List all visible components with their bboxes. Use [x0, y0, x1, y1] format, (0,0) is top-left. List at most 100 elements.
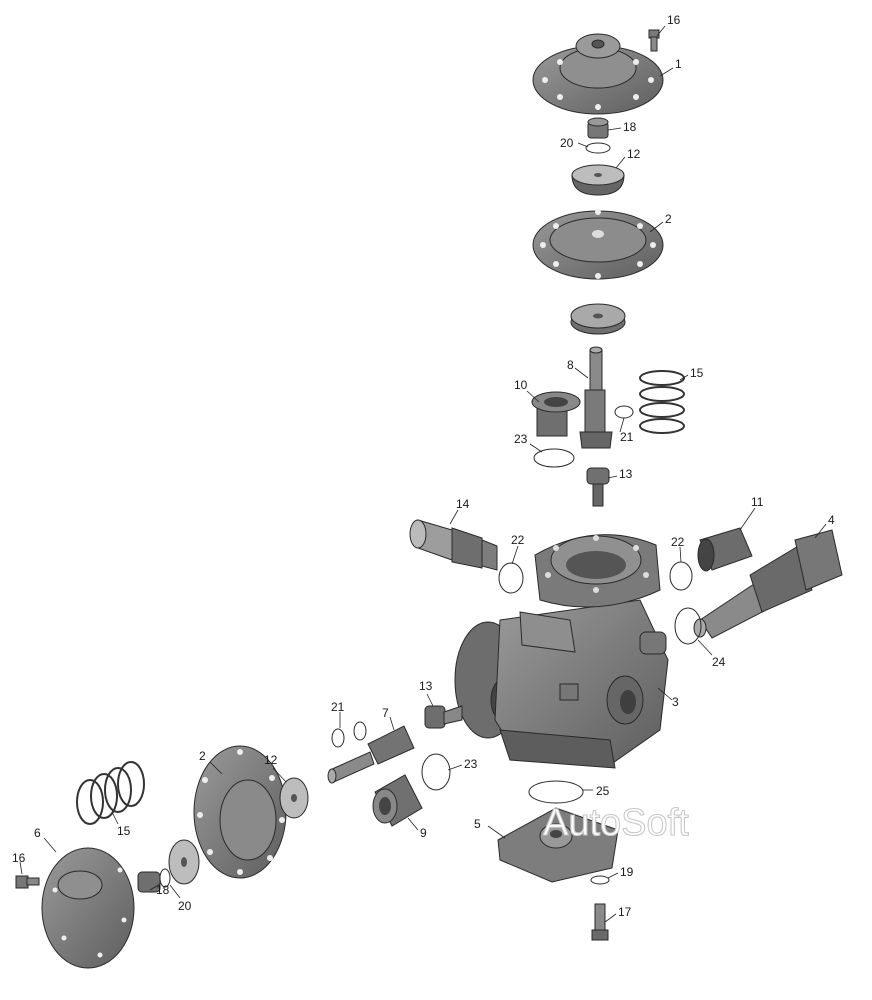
callout-1: 1 — [659, 57, 682, 77]
callout-22-right: 22 — [671, 535, 685, 563]
svg-text:22: 22 — [671, 535, 685, 549]
svg-text:5: 5 — [474, 817, 481, 831]
svg-text:16: 16 — [12, 851, 26, 865]
svg-text:14: 14 — [456, 497, 470, 511]
svg-text:19: 19 — [620, 865, 634, 879]
svg-text:20: 20 — [560, 136, 574, 150]
stem-8 — [579, 346, 613, 449]
svg-text:16: 16 — [667, 13, 681, 27]
stem-7 — [327, 725, 415, 784]
svg-text:3: 3 — [672, 695, 679, 709]
washer-20-left — [159, 868, 171, 888]
svg-text:23: 23 — [514, 432, 528, 446]
svg-text:22: 22 — [511, 533, 525, 547]
svg-text:9: 9 — [420, 826, 427, 840]
spring-15-top — [639, 370, 685, 434]
support-washer — [570, 303, 626, 335]
watermark: AutoSoft — [543, 802, 689, 844]
fitting-11 — [697, 527, 753, 572]
callout-13-top: 13 — [607, 467, 633, 481]
callout-23-mid: 23 — [447, 757, 478, 771]
svg-text:13: 13 — [619, 467, 633, 481]
valve-13-top — [586, 467, 610, 507]
bottom-plate-5 — [497, 807, 619, 883]
svg-text:12: 12 — [627, 147, 641, 161]
callout-14: 14 — [449, 497, 470, 525]
oring-23-mid — [421, 753, 451, 791]
svg-text:17: 17 — [618, 905, 632, 919]
washer-20-top — [585, 142, 611, 154]
svg-text:11: 11 — [751, 495, 764, 509]
callout-3: 3 — [657, 687, 679, 709]
oring-22-left — [498, 562, 524, 594]
fitting-14 — [409, 519, 498, 571]
valve-13-mid — [424, 705, 463, 729]
callout-24: 24 — [697, 639, 726, 669]
cup-12-top — [571, 164, 625, 196]
svg-text:7: 7 — [382, 706, 389, 720]
diaphragm-2-left — [193, 745, 287, 879]
svg-text:10: 10 — [514, 378, 528, 392]
oring-21-top — [614, 405, 634, 419]
svg-text:1: 1 — [675, 57, 682, 71]
oring-24 — [674, 607, 702, 645]
oring-23-top — [533, 448, 575, 468]
callout-16-left: 16 — [12, 851, 26, 875]
callout-5: 5 — [474, 817, 506, 839]
callout-19: 19 — [607, 865, 634, 879]
oring-25 — [528, 780, 584, 804]
svg-text:18: 18 — [623, 120, 637, 134]
callout-18-top: 18 — [607, 120, 637, 134]
svg-text:2: 2 — [665, 212, 672, 226]
callout-15-left: 15 — [111, 811, 131, 838]
callout-9: 9 — [407, 817, 427, 840]
bushing-9 — [372, 774, 423, 827]
callout-16-top: 16 — [656, 13, 681, 37]
callout-6: 6 — [34, 826, 57, 853]
valve-assembly-4 — [693, 529, 843, 639]
callout-4: 4 — [814, 513, 835, 539]
oring-21-mid-b — [353, 721, 367, 741]
callout-10: 10 — [514, 378, 540, 403]
callout-18-left: 18 — [149, 883, 170, 897]
svg-text:13: 13 — [419, 679, 433, 693]
oring-21-mid-a — [331, 728, 345, 748]
callout-2-top: 2 — [649, 212, 672, 233]
svg-text:18: 18 — [156, 883, 170, 897]
svg-text:2: 2 — [199, 749, 206, 763]
callout-25: 25 — [582, 784, 610, 798]
callout-22-left: 22 — [511, 533, 525, 565]
bolt-17 — [591, 903, 609, 941]
svg-text:6: 6 — [34, 826, 41, 840]
callout-12-top: 12 — [615, 147, 641, 169]
bolt-16-left — [15, 875, 40, 889]
cup-12-lower-left — [168, 839, 200, 885]
svg-text:20: 20 — [178, 899, 192, 913]
callout-2-left: 2 — [199, 749, 223, 775]
svg-text:15: 15 — [690, 366, 704, 380]
top-cover-1 — [532, 33, 664, 115]
bolt-16-top — [648, 29, 660, 52]
callout-20-top: 20 — [560, 136, 589, 150]
svg-text:8: 8 — [567, 358, 574, 372]
svg-text:12: 12 — [264, 753, 278, 767]
valve-body-3 — [454, 534, 669, 769]
nut-18-top — [587, 117, 609, 139]
cover-6-left — [41, 847, 135, 969]
callout-8: 8 — [567, 358, 589, 379]
diaphragm-2-top — [532, 209, 664, 280]
callout-17: 17 — [604, 905, 632, 923]
bushing-10 — [531, 391, 581, 437]
svg-text:15: 15 — [117, 824, 131, 838]
callout-12-left: 12 — [264, 753, 287, 783]
callout-20-left: 20 — [169, 884, 192, 913]
svg-text:21: 21 — [620, 430, 634, 444]
svg-text:25: 25 — [596, 784, 610, 798]
callout-7: 7 — [382, 706, 395, 731]
spring-15-left — [76, 761, 145, 825]
svg-text:4: 4 — [828, 513, 835, 527]
callout-21-top: 21 — [619, 417, 634, 444]
cup-12-left — [279, 777, 309, 819]
svg-text:23: 23 — [464, 757, 478, 771]
